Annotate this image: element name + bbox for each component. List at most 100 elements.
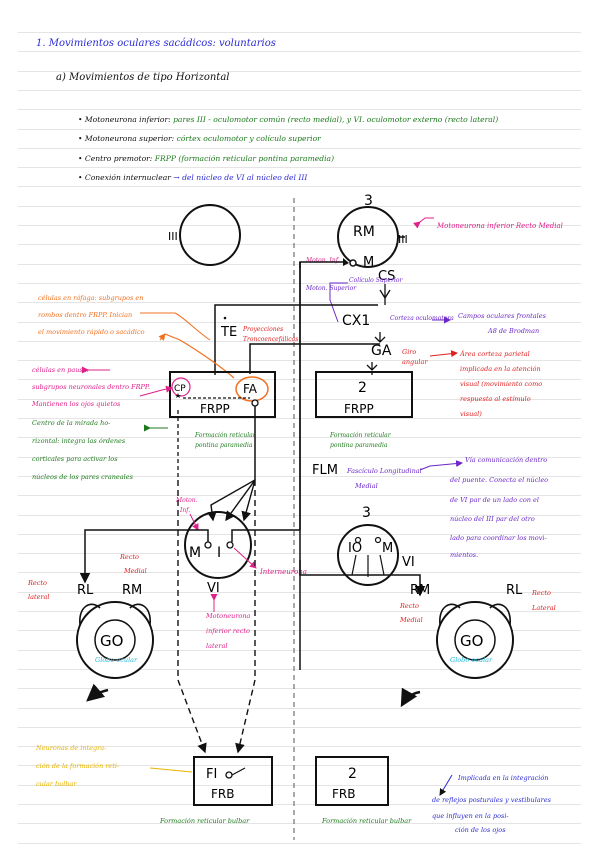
- ruled-line: [18, 225, 581, 226]
- nerve-iii-left-label: III: [168, 230, 178, 243]
- proyecciones-note: Proyecciones Troncoencefálicas: [242, 326, 298, 343]
- ruled-line: [18, 688, 581, 690]
- area-corteza-note: Área corteza parietal implicada en la at…: [459, 349, 544, 418]
- flm-label: FLM: [312, 463, 338, 478]
- nucleus-iii-left: [179, 204, 241, 266]
- io-label: IO: [348, 541, 362, 556]
- bullet-item: • Centro premotor: FRPP (formación retic…: [78, 153, 335, 163]
- cs-label: CS: [378, 269, 395, 284]
- eye-right: [436, 601, 514, 679]
- globo-ocular-left-note: Globo ocular: [95, 656, 138, 664]
- num-3-mid: 3: [362, 505, 371, 521]
- corteza-oculomotora-note: Corteza oculomotora: [390, 315, 454, 322]
- fa-label: FA: [243, 382, 258, 396]
- recto-medial-left-note: Recto Medial: [119, 553, 147, 575]
- moton-sup-note: Moton. Superior: [305, 285, 357, 292]
- rm-label: RM: [353, 224, 375, 240]
- subsection-title: a) Movimientos de tipo Horizontal: [56, 72, 230, 83]
- ruled-line: [18, 51, 581, 53]
- interneurona-note: Interneurona: [259, 568, 307, 576]
- num-2-frpp: 2: [358, 380, 367, 396]
- num-2-frb: 2: [348, 766, 357, 782]
- ruled-line: [18, 70, 581, 72]
- ruled-line: [18, 707, 581, 709]
- globo-ocular-right-note: Globo ocular: [450, 656, 493, 664]
- ruled-line: [18, 167, 581, 169]
- centro-mirada-note: Centro de la mirada ho- rizontal: integr…: [32, 419, 134, 481]
- ruled-line: [18, 186, 581, 188]
- frpp-caption-right: Formación reticular pontina paramedia: [329, 432, 393, 449]
- ruled-line: [18, 784, 581, 786]
- te-label: TE: [220, 325, 237, 340]
- recto-lateral-right-note: Recto Lateral: [531, 589, 556, 612]
- num-3-top: 3: [364, 193, 373, 209]
- frb-right-label: FRB: [332, 787, 355, 801]
- celulas-fuego-note: células en ráfaga: subgrupos en rombos d…: [38, 294, 146, 336]
- ruled-line: [18, 765, 581, 767]
- ruled-line: [18, 746, 581, 748]
- ruled-line: [18, 109, 581, 111]
- ga-label: GA: [371, 343, 392, 359]
- m-left-label: M: [189, 545, 201, 561]
- rl-right-label: RL: [506, 583, 523, 598]
- bullet-item: • Motoneurona superior: córtex oculomoto…: [78, 134, 321, 144]
- ruled-line: [18, 244, 581, 246]
- ruled-line: [18, 804, 581, 805]
- go-left-label: GO: [100, 632, 123, 650]
- cp-label: CP: [174, 384, 186, 394]
- ruled-line: [18, 147, 581, 149]
- m-neuron: [349, 259, 357, 267]
- frb-caption-left: Formación reticular bulbar: [159, 817, 250, 825]
- rm-right-label: RM: [410, 583, 430, 598]
- ruled-line: [18, 842, 581, 844]
- bullet-list: • Motoneurona inferior: pares III - ocul…: [78, 110, 583, 187]
- ruled-line: [18, 726, 581, 728]
- coliculo-note: Colículo Superior: [349, 277, 403, 284]
- nucleus-vi-right: [337, 524, 399, 586]
- frpp-left-box: [169, 371, 276, 418]
- moton-inf-mid-note: Moton. Inf.: [175, 497, 199, 514]
- nerve-iii-right-label: III: [398, 233, 408, 246]
- frb-left-label: FRB: [211, 787, 234, 801]
- ruled-line: [18, 89, 581, 91]
- celulas-pausa-note: células en pausa: subgrupos neuronales d…: [31, 366, 152, 408]
- rl-left-label: RL: [77, 583, 94, 598]
- fi-label: FI: [206, 767, 217, 782]
- moton-inf-top-note: Moton. Inf.: [305, 257, 340, 264]
- ruled-line: [18, 205, 581, 207]
- frb-left-box: [193, 756, 273, 806]
- motoneurona-inferior-note: Motoneurona inferior Recto Medial: [436, 222, 563, 230]
- ruled-line: [18, 823, 581, 825]
- via-comunicacion-note: Vía comunicación dentro del puente. Cone…: [450, 456, 550, 559]
- frpp-right-box: [315, 371, 413, 418]
- neuronas-integracion-note: Neuronas de integra- ción de la formació…: [35, 744, 121, 788]
- frpp-right-label: FRPP: [344, 402, 374, 416]
- i-left-label: I: [217, 545, 221, 561]
- frb-caption-right: Formación reticular bulbar: [321, 817, 412, 825]
- frpp-caption-left: Formación reticular pontina paramedia: [194, 432, 258, 449]
- campos-oculares-note: Campos oculares frontales A8 de Brodman: [458, 312, 548, 335]
- motoneurona-recto-lateral-note: Motoneurona inferior recto lateral: [205, 612, 252, 650]
- implicada-note: Implicada en la integración de reflejos …: [432, 774, 553, 834]
- recto-lateral-left-note: Recto lateral: [27, 579, 49, 601]
- ruled-line: [18, 32, 581, 33]
- giro-angular-note: Giro angular: [402, 348, 428, 366]
- bullet-item: • Conexión internuclear → del núcleo de …: [78, 172, 308, 182]
- cx1-label: CX1: [342, 313, 370, 329]
- frpp-left-label: FRPP: [200, 402, 230, 416]
- fasciculo-note: Fascículo Longitudinal Medial: [346, 467, 424, 490]
- m-right-label: M: [382, 541, 393, 556]
- vi-right-label: VI: [402, 555, 415, 570]
- m-label: M: [363, 255, 374, 270]
- eye-left: [76, 601, 154, 679]
- recto-medial-right-note: Recto Medial: [399, 602, 423, 624]
- section-title: 1. Movimientos oculares sacádicos: volun…: [36, 38, 276, 49]
- rm-left-label: RM: [122, 583, 142, 598]
- ruled-line: [18, 128, 581, 130]
- bullet-item: • Motoneurona inferior: pares III - ocul…: [78, 115, 499, 124]
- frb-right-box: [315, 756, 389, 806]
- vi-left-label: VI: [207, 581, 220, 596]
- go-right-label: GO: [460, 632, 483, 650]
